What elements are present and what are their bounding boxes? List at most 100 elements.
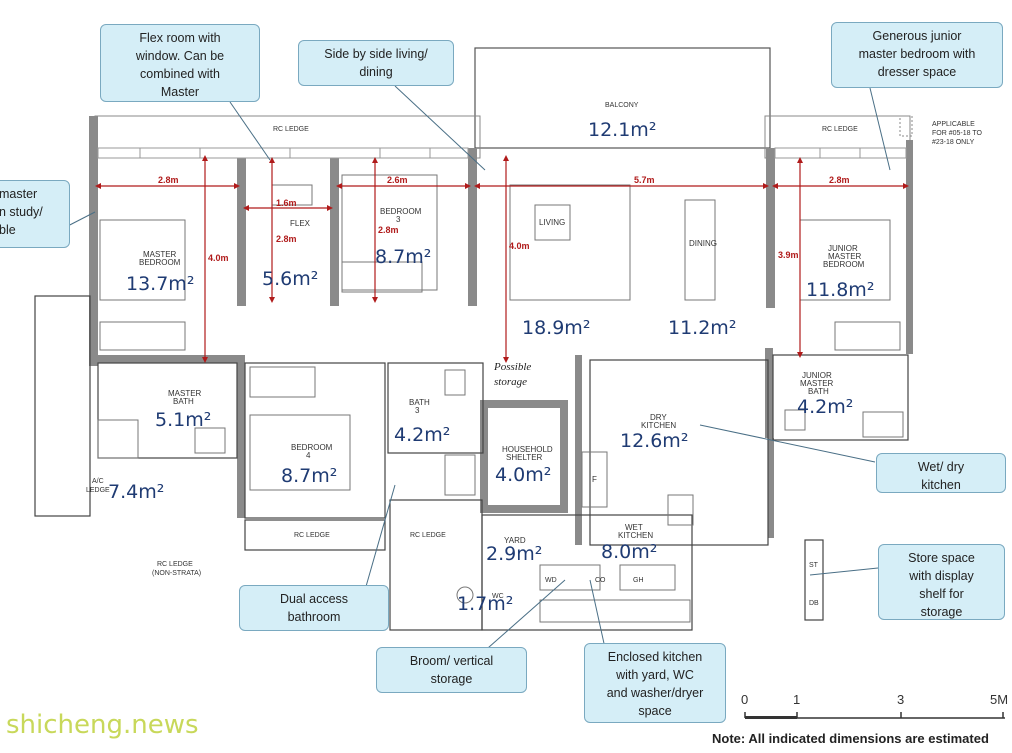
dry-kitchen-area: 12.6m² xyxy=(620,430,688,452)
master-label-a: MASTER xyxy=(143,250,177,259)
callout-broom: Broom/ vertical storage xyxy=(376,647,527,693)
scale-bar-fill xyxy=(745,716,797,719)
callout-enclosed-kitchen: Enclosed kitchen with yard, WC and washe… xyxy=(584,643,726,723)
dry-kitchen-label-b: KITCHEN xyxy=(641,421,676,430)
applicable-box xyxy=(899,115,913,137)
possible-storage-label-b: storage xyxy=(494,376,527,388)
ac-ledge-label-a: A/C xyxy=(92,478,104,485)
callout-store-space: Store space with display shelf for stora… xyxy=(878,544,1005,620)
rc-ledge-top-left-label: RC LEDGE xyxy=(273,126,309,133)
bedroom4-label-b: 4 xyxy=(306,451,311,460)
shelter-label-a: HOUSEHOLD xyxy=(502,445,553,454)
dining-label: DINING xyxy=(689,239,717,248)
ac-ledge-area: 7.4m² xyxy=(108,481,164,503)
window-strips xyxy=(97,147,907,159)
dim-bedroom3-height: 2.8m xyxy=(378,225,399,235)
scale-tick-5: 5M xyxy=(990,692,1009,707)
bedroom3-label-b: 3 xyxy=(396,215,401,224)
jmb-area: 11.8m² xyxy=(806,279,874,301)
jmb-label-c: BEDROOM xyxy=(823,260,865,269)
shelter-area: 4.0m² xyxy=(495,464,551,486)
dim-flex-width: 1.6m xyxy=(276,198,297,208)
master-label-b: BEDROOM xyxy=(139,258,181,267)
bath3-label-a: BATH xyxy=(409,398,430,407)
jmbath-label-a: JUNIOR xyxy=(802,371,832,380)
balcony-label: BALCONY xyxy=(605,102,639,109)
jmb-label-b: MASTER xyxy=(828,252,862,261)
dimensions-note: Note: All indicated dimensions are estim… xyxy=(712,731,989,746)
rc-ledge-bottom-label: RC LEDGE xyxy=(294,532,330,539)
rc-ledge-bottom2-label: RC LEDGE xyxy=(410,532,446,539)
living-label: LIVING xyxy=(539,218,565,227)
yard-area: 2.9m² xyxy=(486,543,542,565)
walls xyxy=(89,116,913,545)
bedroom4-label-a: BEDROOM xyxy=(291,443,333,452)
master-area: 13.7m² xyxy=(126,273,194,295)
wet-kitchen-label-a: WET xyxy=(625,523,643,532)
dim-flex-height: 2.8m xyxy=(276,234,297,244)
st-label: ST xyxy=(809,562,819,569)
flex-area: 5.6m² xyxy=(262,268,318,290)
mbath-label-b: BATH xyxy=(173,397,194,406)
applicable-label-2: FOR #05-18 TO xyxy=(932,130,982,137)
fridge-label: F xyxy=(592,475,597,484)
furniture xyxy=(97,174,904,623)
ac-ledge-label-b: LEDGE xyxy=(86,487,110,494)
callout-junior-master: Generous junior master bedroom with dres… xyxy=(831,22,1003,88)
bedroom3-label-a: BEDROOM xyxy=(380,207,422,216)
applicable-label-3: #23-18 ONLY xyxy=(932,139,975,146)
flex-label: FLEX xyxy=(290,219,311,228)
possible-storage-label-a: Possible xyxy=(493,361,531,373)
balcony-area xyxy=(474,47,771,149)
bedroom4-area: 8.7m² xyxy=(281,465,337,487)
callout-master-study: master n study/ ble xyxy=(0,180,70,248)
dining-area: 11.2m² xyxy=(668,317,736,339)
dim-living-height: 4.0m xyxy=(509,241,530,251)
wet-kitchen-label-b: KITCHEN xyxy=(618,531,653,540)
wet-kitchen-area: 8.0m² xyxy=(601,541,657,563)
rc-ledge-ns-label-a: RC LEDGE xyxy=(157,561,193,568)
dim-master-height: 4.0m xyxy=(208,253,229,263)
scale-tick-3: 3 xyxy=(897,692,905,707)
dim-jmb-height: 3.9m xyxy=(778,250,799,260)
scale-tick-0: 0 xyxy=(741,692,749,707)
scale-tick-1: 1 xyxy=(793,692,801,707)
dry-kitchen-label-a: DRY xyxy=(650,413,667,422)
yard-label: YARD xyxy=(504,536,526,545)
jmb-label-a: JUNIOR xyxy=(828,244,858,253)
db-label: DB xyxy=(809,600,819,607)
mbath-label-a: MASTER xyxy=(168,389,202,398)
wc-label: WC xyxy=(492,593,504,600)
mbath-area: 5.1m² xyxy=(155,409,211,431)
callout-dual-access: Dual access bathroom xyxy=(239,585,389,631)
watermark: shicheng.news xyxy=(6,710,199,740)
jmbath-label-c: BATH xyxy=(808,387,829,396)
room-outlines xyxy=(34,295,909,631)
callout-leaders xyxy=(59,85,891,656)
rc-ledge-top-right-label: RC LEDGE xyxy=(822,126,858,133)
balcony-area-label: 12.1m² xyxy=(588,119,656,141)
gh-label: GH xyxy=(633,577,644,584)
living-area: 18.9m² xyxy=(522,317,590,339)
bath3-label-b: 3 xyxy=(415,406,420,415)
dimension-lines xyxy=(95,155,909,363)
jmbath-area: 4.2m² xyxy=(797,396,853,418)
wc-area: 1.7m² xyxy=(457,593,513,615)
dim-jmb-width: 2.8m xyxy=(829,175,850,185)
bedroom3-area: 8.7m² xyxy=(375,246,431,268)
callout-flex-room: Flex room with window. Can be combined w… xyxy=(100,24,260,102)
dim-living-dining-width: 5.7m xyxy=(634,175,655,185)
shelter-label-b: SHELTER xyxy=(506,453,543,462)
dim-bedroom3-width: 2.6m xyxy=(387,175,408,185)
dim-master-width: 2.8m xyxy=(158,175,179,185)
callout-wet-dry: Wet/ dry kitchen xyxy=(876,453,1006,493)
callout-side-by-side: Side by side living/ dining xyxy=(298,40,454,86)
co-label: CO xyxy=(595,577,606,584)
wd-label: WD xyxy=(545,577,557,584)
rc-ledge-top-left xyxy=(94,115,481,159)
rc-ledge-top-right xyxy=(764,115,911,159)
jmbath-label-b: MASTER xyxy=(800,379,834,388)
applicable-label-1: APPLICABLE xyxy=(932,121,975,128)
rc-ledge-ns-label-b: (NON-STRATA) xyxy=(152,570,201,577)
